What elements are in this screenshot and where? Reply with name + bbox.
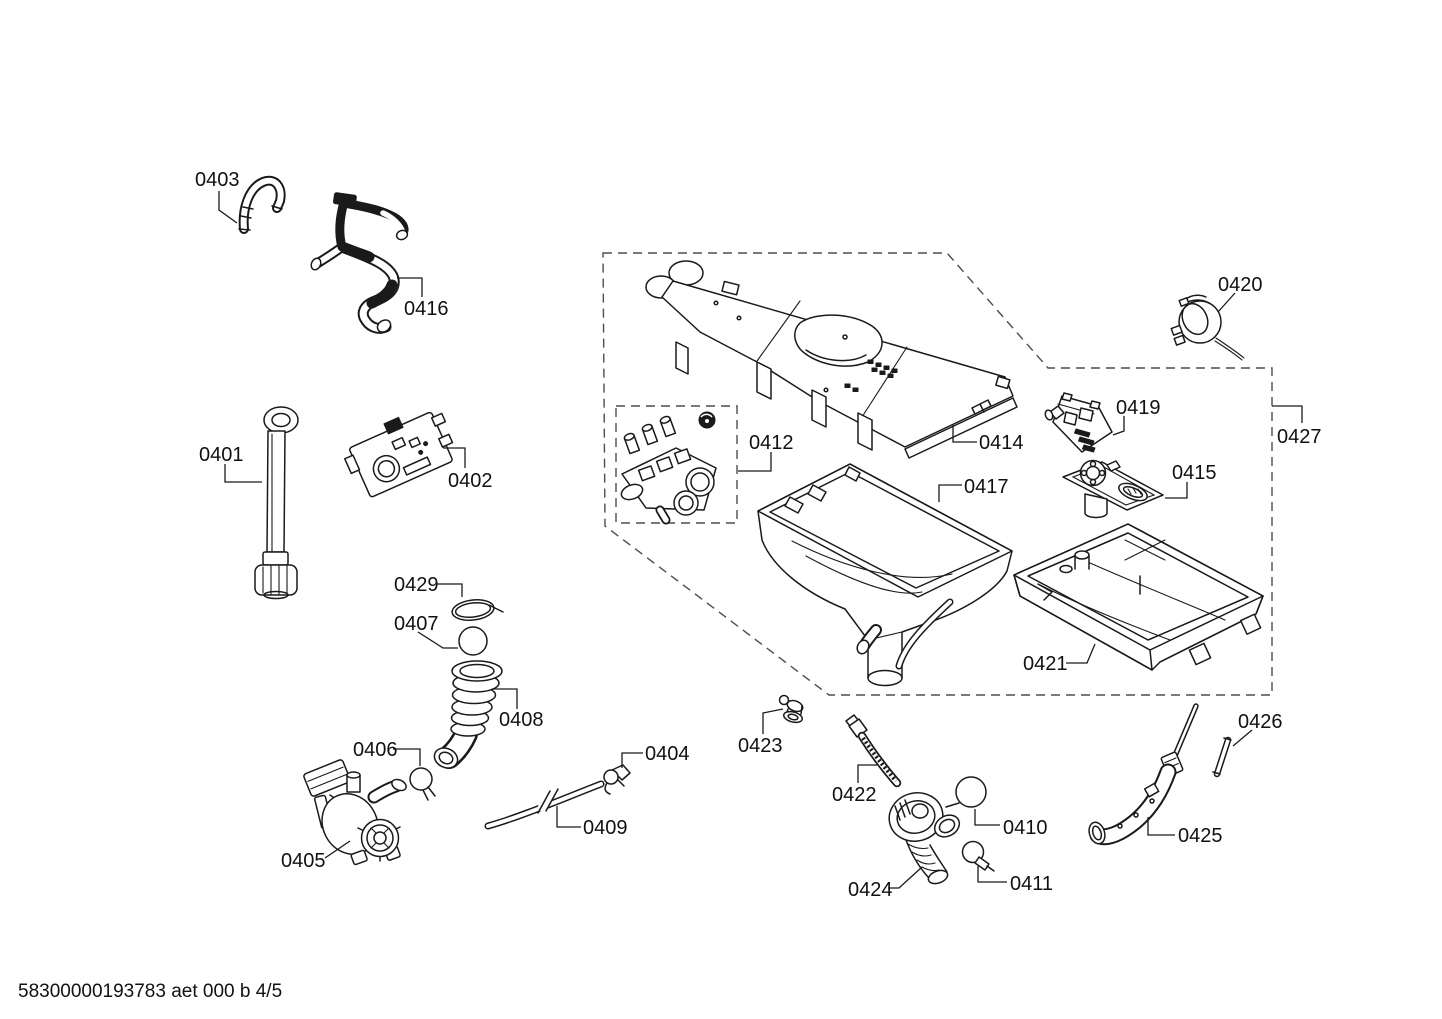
leader-0408 [492,688,518,709]
leader-0426 [1232,729,1253,747]
part-label-0409: 0409 [583,817,628,839]
leader-0409 [556,806,581,828]
part-label-0416: 0416 [404,298,449,320]
part-0429: 0429 [394,574,504,622]
leader-0427 [1272,405,1303,423]
part-0410: 0410 [945,776,1048,839]
leader-0403 [218,191,238,224]
leader-0416 [397,277,423,297]
leader-0407 [417,631,458,649]
leader-0412 [738,452,772,472]
part-label-0411: 0411 [1010,873,1053,895]
part-0414: 0414 [645,260,1024,459]
part-0426: 0426 [1212,711,1283,778]
part-label-0412: 0412 [749,432,794,454]
part-label-0420: 0420 [1218,274,1263,296]
leader-0415 [1165,482,1188,499]
leader-0404 [621,752,643,768]
leader-0406 [393,748,421,766]
part-0407: 0407 [394,613,488,656]
leader-0401 [224,464,262,483]
part-label-0417: 0417 [964,476,1009,498]
part-label-0425: 0425 [1178,825,1223,847]
part-0424: 0424 [848,792,961,901]
leader-0423 [762,708,784,734]
leader-0425 [1147,817,1175,836]
part-label-0406: 0406 [353,739,398,761]
part-0423: 0423 [738,694,804,757]
leader-0405 [324,840,351,859]
part-label-0427: 0427 [1277,426,1322,448]
leader-0421 [1066,643,1096,664]
part-label-0422: 0422 [832,784,877,806]
part-0412: 0412 [620,411,794,525]
part-label-0402: 0402 [448,470,493,492]
part-label-0404: 0404 [645,743,690,765]
part-0416: 0416 [310,192,449,334]
leader-0420 [1217,292,1236,313]
part-0408: 0408 [433,660,544,769]
part-0417: 0417 [757,463,1013,687]
part-0405: 0405 [281,759,407,872]
part-0404: 0404 [603,743,690,795]
part-0402: 0402 [344,411,493,498]
valve-subassembly-box [615,405,738,524]
part-0422: 0422 [832,714,902,806]
part-0420: 0420 [1170,274,1263,361]
leader-0422 [857,764,877,783]
part-0406: 0406 [353,739,436,801]
part-label-0423: 0423 [738,735,783,757]
part-label-0407: 0407 [394,613,439,635]
leader-0417 [938,484,962,502]
part-label-0426: 0426 [1238,711,1283,733]
part-label-0424: 0424 [848,879,893,901]
part-label-0414: 0414 [979,432,1024,454]
part-label-0410: 0410 [1003,817,1048,839]
part-label-0405: 0405 [281,850,326,872]
part-0409: 0409 [484,780,628,839]
part-0419: 0419 [1044,392,1161,453]
document-number: 58300000193783 aet 000 b 4/5 [18,981,282,1002]
part-0415: 0415 [1062,459,1217,519]
leader-0411 [977,866,1007,883]
part-label-0403: 0403 [195,169,240,191]
leader-0410 [974,809,1000,826]
part-0421: 0421 [1013,523,1264,675]
part-0427: 0427 [1272,405,1322,448]
leader-0402 [443,447,466,468]
part-0403: 0403 [195,169,286,234]
part-label-0429: 0429 [394,574,439,596]
leader-0429 [437,583,463,597]
part-label-0408: 0408 [499,709,544,731]
part-0401: 0401 [199,406,299,600]
part-label-0421: 0421 [1023,653,1068,675]
part-label-0419: 0419 [1116,397,1161,419]
part-label-0415: 0415 [1172,462,1217,484]
leader-0419 [1112,416,1125,436]
leader-0424 [888,866,923,889]
part-0411: 0411 [961,840,1053,895]
part-0425: 0425 [1088,703,1223,847]
part-label-0401: 0401 [199,444,244,466]
leader-0414 [952,425,977,443]
